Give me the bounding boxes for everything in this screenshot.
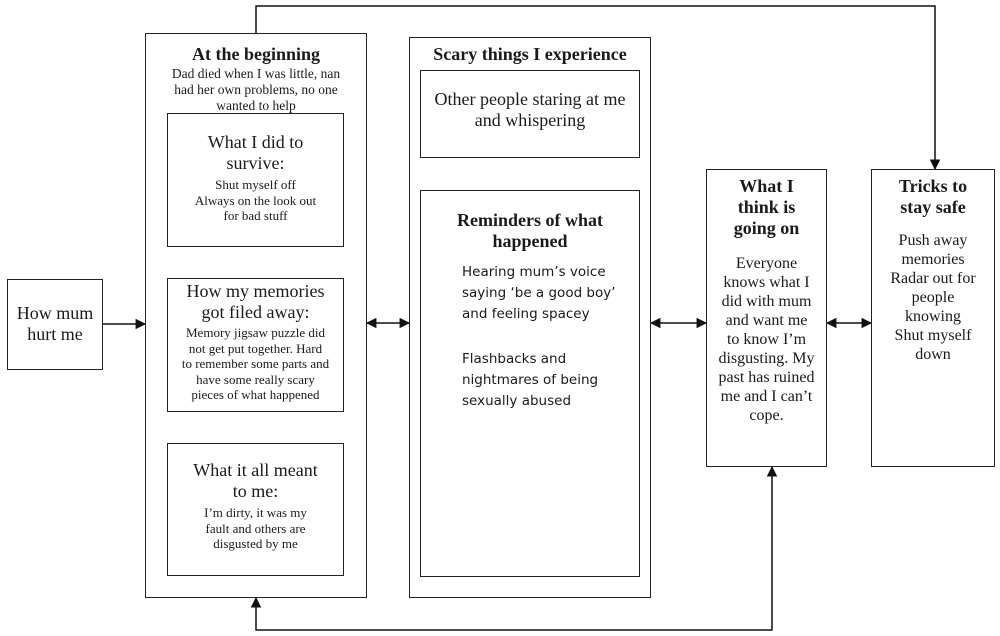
survive-heading: What I did to survive: bbox=[207, 132, 304, 173]
tricks-title: Tricks to stay safe bbox=[898, 176, 968, 217]
meant-body: I’m dirty, it was my fault and others ar… bbox=[204, 505, 307, 551]
reminders-box: Reminders of what happened Hearing mum’s… bbox=[420, 190, 640, 577]
survive-box: What I did to survive: Shut myself off A… bbox=[167, 113, 344, 247]
survive-body: Shut myself off Always on the look out f… bbox=[194, 177, 317, 223]
thinking-body: Everyone knows what I did with mum and w… bbox=[718, 255, 815, 424]
beginning-title: At the beginning bbox=[191, 44, 321, 64]
thinking-box: What I think is going on Everyone knows … bbox=[706, 169, 827, 467]
memories-box: How my memories got filed away: Memory j… bbox=[167, 278, 344, 412]
hurt-label: How mum hurt me bbox=[16, 303, 94, 344]
arrow-loop-top bbox=[255, 5, 941, 171]
scary-title: Scary things I experience bbox=[433, 44, 627, 64]
staring-text: Other people staring at me and whisperin… bbox=[434, 89, 626, 130]
reminders-title: Reminders of what happened bbox=[457, 210, 603, 251]
memories-heading: How my memories got filed away: bbox=[186, 281, 325, 322]
meant-box: What it all meant to me: I’m dirty, it w… bbox=[167, 443, 344, 576]
reminder-item-flashbacks: Flashbacks and nightmares of being sexua… bbox=[462, 351, 599, 409]
tricks-body: Push away memories Radar out for people … bbox=[890, 232, 976, 363]
staring-box: Other people staring at me and whisperin… bbox=[420, 70, 640, 158]
reminder-item-voice: Hearing mum’s voice saying ‘be a good bo… bbox=[462, 264, 616, 322]
hurt-box: How mum hurt me bbox=[7, 279, 103, 370]
memories-body: Memory jigsaw puzzle did not get put tog… bbox=[181, 325, 330, 402]
tricks-box: Tricks to stay safe Push away memories R… bbox=[871, 169, 995, 467]
beginning-subtitle: Dad died when I was little, nan had her … bbox=[171, 66, 341, 113]
thinking-title: What I think is going on bbox=[733, 176, 800, 238]
meant-heading: What it all meant to me: bbox=[193, 460, 318, 501]
arrow-loop-bottom bbox=[250, 465, 778, 631]
